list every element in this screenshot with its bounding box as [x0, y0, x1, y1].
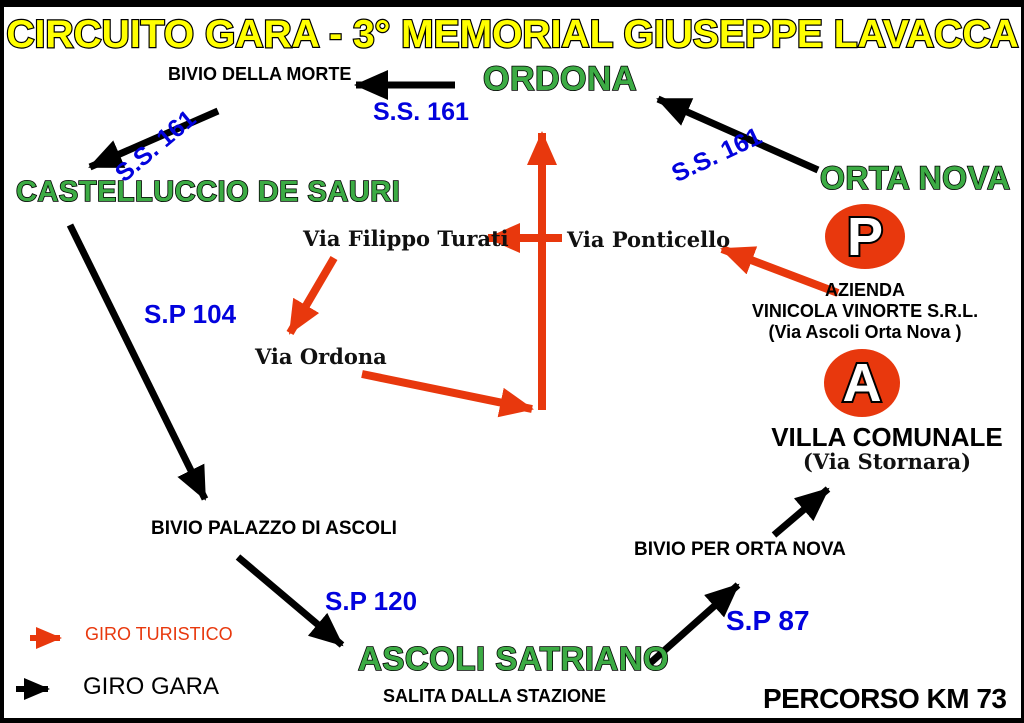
parking-letter: P	[845, 206, 885, 267]
azienda-line1: AZIENDA	[825, 280, 905, 300]
arrow-bivio-palazzo-to-ascoli	[235, 554, 345, 648]
parking-marker: P	[825, 204, 905, 269]
legend-tour-label: GIRO TURISTICO	[85, 624, 233, 644]
node-villa-comunale-sub: (Via Stornara)	[802, 449, 972, 474]
azienda-label: AZIENDA VINICOLA VINORTE S.R.L. (Via Asc…	[725, 280, 1005, 343]
node-bivio-della-morte: BIVIO DELLA MORTE	[168, 64, 352, 84]
node-orta-nova: ORTA NOVA	[819, 159, 1011, 197]
node-ascoli-satriano: ASCOLI SATRIANO	[357, 639, 670, 678]
arrival-letter: A	[841, 353, 884, 413]
legend-race-label: GIRO GARA	[83, 673, 220, 700]
road-ss161-top: S.S. 161	[373, 98, 469, 126]
arrow-via-turati-to-via-ordona	[286, 255, 338, 336]
arrow-azienda-to-via-ponticello	[720, 245, 840, 297]
arrow-orta-nova-to-ordona	[656, 95, 820, 174]
arrow-via-ordona-to-junction	[361, 370, 534, 418]
distance-label: PERCORSO KM 73	[763, 683, 1007, 714]
node-via-ordona: Via Ordona	[255, 344, 387, 369]
node-ordona: ORDONA	[482, 59, 638, 99]
road-sp120: S.P 120	[325, 586, 418, 616]
road-sp104: S.P 104	[144, 299, 237, 329]
route-arrows-layer	[16, 70, 840, 700]
arrow-ascoli-to-bivio-orta-nova	[645, 582, 741, 668]
node-bivio-palazzo: BIVIO PALAZZO DI ASCOLI	[151, 518, 397, 539]
node-bivio-per-orta-nova: BIVIO PER ORTA NOVA	[634, 539, 846, 560]
page-title: CIRCUITO GARA - 3° MEMORIAL GIUSEPPE LAV…	[5, 12, 1020, 57]
node-via-filippo-turati: Via Filippo Turati	[303, 226, 509, 251]
arrow-bivio-orta-nova-to-villa	[771, 486, 831, 538]
azienda-line3: (Via Ascoli Orta Nova )	[768, 322, 962, 342]
node-castelluccio: CASTELLUCCIO DE SAURI	[15, 175, 401, 209]
arrow-castelluccio-to-bivio-palazzo	[66, 223, 209, 501]
node-villa-comunale: VILLA COMUNALE	[771, 422, 1003, 452]
node-via-ponticello: Via Ponticello	[567, 227, 731, 252]
road-sp87: S.P 87	[726, 605, 810, 636]
arrival-marker: A	[824, 349, 900, 417]
node-salita-stazione: SALITA DALLA STAZIONE	[383, 686, 606, 706]
arrow-bivio-morte-to-castelluccio	[88, 107, 220, 171]
azienda-line2: VINICOLA VINORTE S.R.L.	[751, 301, 979, 321]
